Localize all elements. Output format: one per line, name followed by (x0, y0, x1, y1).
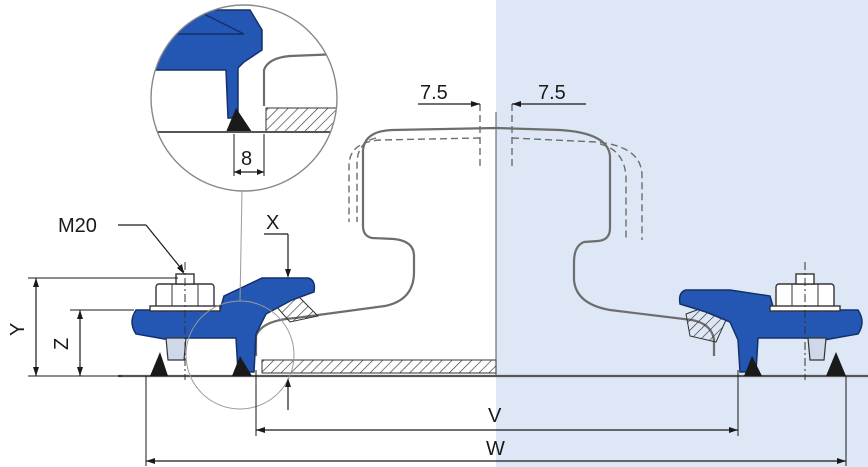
detail-leader-line (239, 190, 243, 302)
left-pad-outer (150, 352, 168, 376)
rail-wear-outline-left (348, 137, 481, 222)
detail-circle-outline (150, 4, 338, 192)
rail-wear-outline-right-inner (599, 143, 627, 240)
left-clip-foot (165, 337, 187, 361)
detail-rail-edge (262, 52, 337, 106)
bolt-label: M20 (58, 215, 97, 237)
right-pad-outer (826, 352, 846, 376)
left-rail-clip (131, 277, 316, 373)
right-clip-assembly (678, 262, 863, 380)
magnified-detail: 8 (150, 4, 338, 192)
rail-wear-outline-left-inner (356, 137, 377, 222)
rail-wear-outline-right (511, 137, 643, 240)
right-clip-foot (807, 337, 827, 361)
gap-label-left: 7.5 (420, 82, 448, 104)
left-clip-assembly (131, 262, 316, 380)
detail-gap-label: 8 (241, 148, 252, 170)
gap-label-right: 7.5 (538, 82, 566, 104)
rail-profile (254, 126, 716, 356)
detail-pad (226, 108, 252, 132)
right-pad-inner (744, 356, 762, 376)
left-pad-inner (232, 356, 252, 376)
x-label: X (266, 212, 279, 234)
detail-base-plate (265, 107, 337, 133)
shaded-half-background (496, 0, 868, 467)
y-label: Y (7, 323, 29, 336)
w-label: W (486, 438, 505, 460)
base-plate (261, 359, 497, 374)
v-label: V (488, 405, 502, 427)
z-label: Z (51, 338, 73, 350)
